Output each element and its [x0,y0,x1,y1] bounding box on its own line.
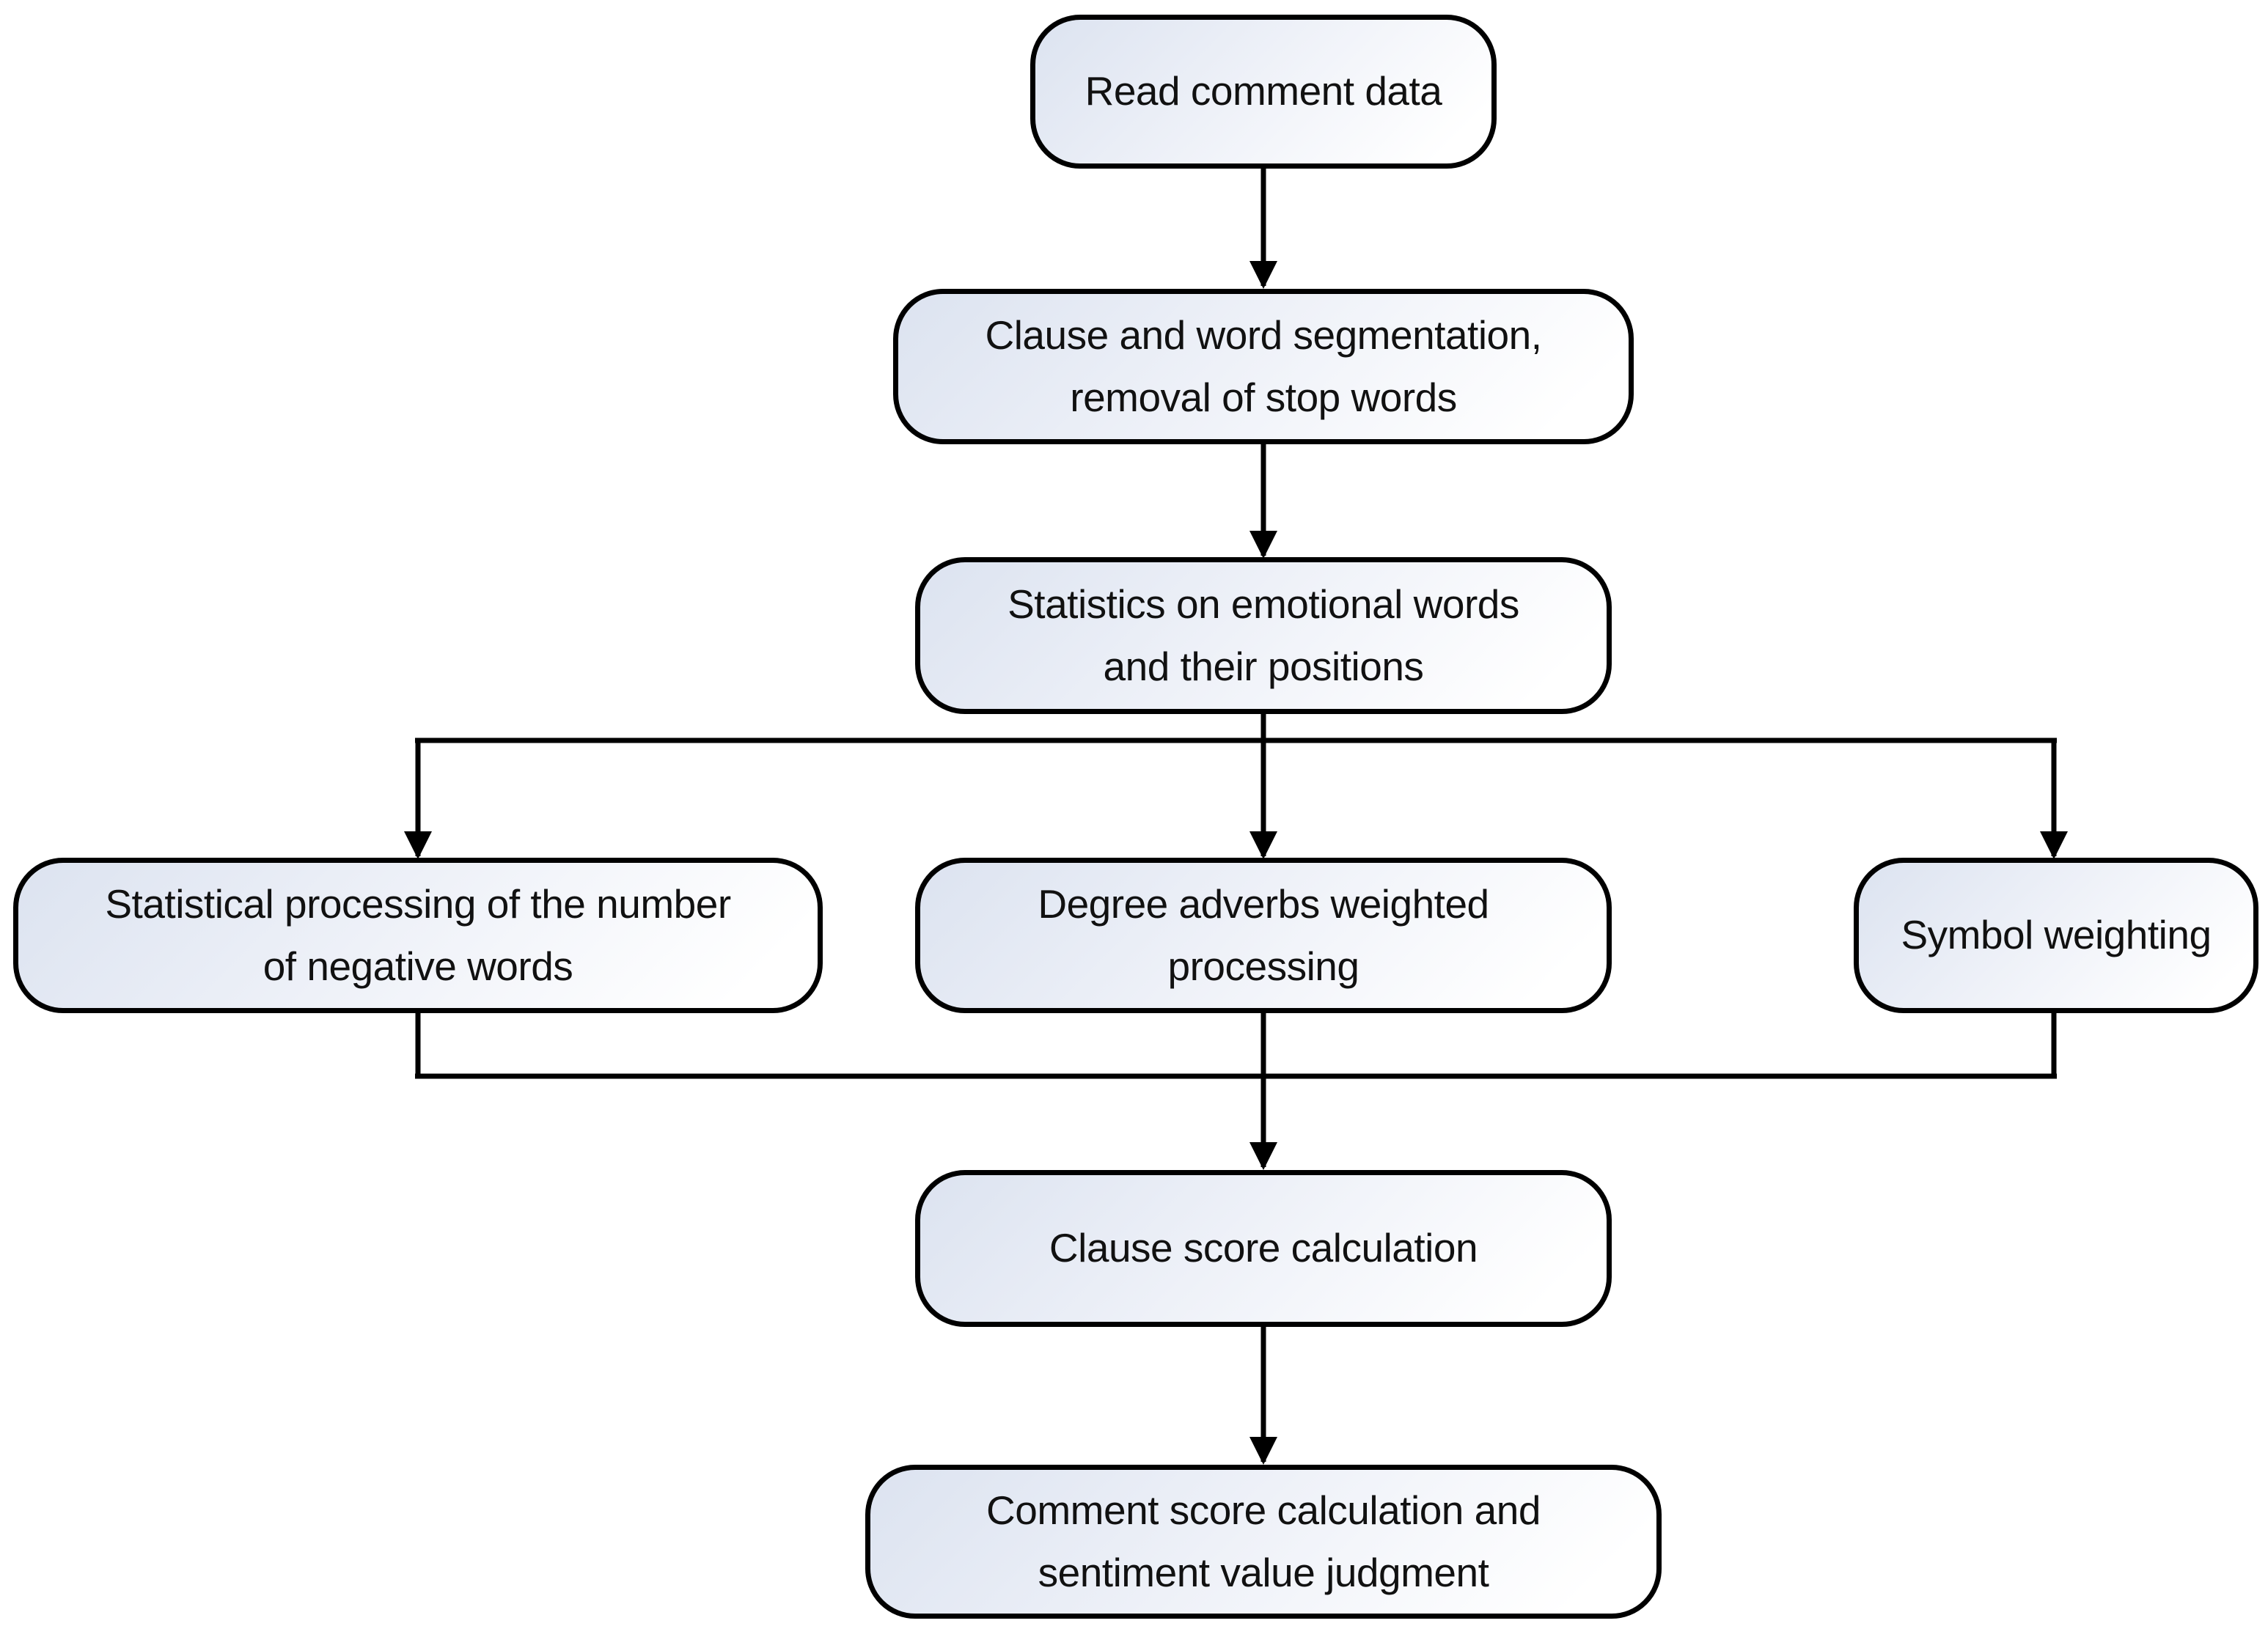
node-emotional-word-statistics: Statistics on emotional words and their … [915,557,1612,714]
node-label: Symbol weighting [1901,912,2212,958]
arrowhead-icon [1249,261,1277,289]
node-read-comment-data: Read comment data [1030,15,1497,169]
node-label: Statistical processing of the number of … [105,880,731,989]
node-symbol-weighting: Symbol weighting [1854,858,2258,1013]
arrowhead-icon [1249,831,1277,859]
arrowhead-icon [404,831,432,859]
node-negative-word-processing: Statistical processing of the number of … [13,858,823,1013]
node-label: Clause score calculation [1049,1225,1478,1271]
node-label: Comment score calculation and sentiment … [986,1487,1541,1595]
node-clause-score-calculation: Clause score calculation [915,1170,1612,1327]
node-label: Degree adverbs weighted processing [1038,880,1489,989]
node-label: Read comment data [1085,68,1442,114]
node-label: Statistics on emotional words and their … [1008,581,1519,689]
node-label: Clause and word segmentation, removal of… [985,312,1542,420]
node-clause-word-segmentation: Clause and word segmentation, removal of… [893,289,1634,444]
node-degree-adverb-weighting: Degree adverbs weighted processing [915,858,1612,1013]
arrowhead-icon [1249,531,1277,559]
node-comment-score-judgment: Comment score calculation and sentiment … [865,1465,1662,1619]
arrowhead-icon [1249,1437,1277,1465]
arrowhead-icon [1249,1142,1277,1170]
arrowhead-icon [2040,831,2068,859]
